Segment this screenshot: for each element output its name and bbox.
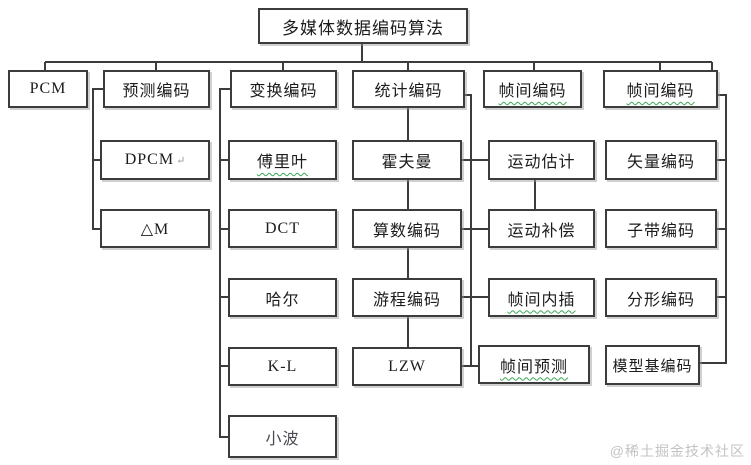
node-huffman: 霍夫曼 [352,140,462,180]
node-motion-compensation: 运动补偿 [488,209,595,248]
node-label: 帧间内插 [507,291,576,309]
node-label: 傅里叶 [256,154,308,171]
node-lzw: LZW [352,347,462,386]
node-fractal-coding: 分形编码 [605,278,717,317]
node-predictive-coding: 预测编码 [103,70,210,108]
node-haar: 哈尔 [228,278,337,317]
node-transform-coding: 变换编码 [230,70,337,108]
node-fourier: 傅里叶 [228,140,337,180]
node-label: 帧间编码 [626,83,695,100]
node-model-based-coding: 模型基编码 [605,345,700,385]
node-subband-coding: 子带编码 [605,209,717,248]
node-statistical-coding: 统计编码 [352,70,465,108]
node-vector-coding: 矢量编码 [605,140,717,180]
node-runlength-coding: 游程编码 [352,278,462,317]
node-interframe-coding-1: 帧间编码 [483,70,582,108]
node-label: 帧间预测 [499,358,568,376]
return-mark: ↵ [176,154,186,167]
juejin-watermark: @稀土掘金技术社区 [609,443,745,459]
node-motion-estimation: 运动估计 [488,140,595,180]
node-pcm: PCM [8,70,88,108]
node-label: 帧间编码 [498,83,567,100]
node-kl-transform: K-L [228,347,337,386]
node-arithmetic-coding: 算数编码 [352,209,462,248]
node-interframe-interpolation: 帧间内插 [488,278,595,317]
node-dpcm: DPCM ↵ [100,140,210,180]
node-wavelet: 小波 [228,415,337,458]
node-root-title: 多媒体数据编码算法 [258,8,468,44]
node-label: DPCM [124,151,175,168]
node-delta-modulation: △M [100,209,210,248]
node-interframe-prediction: 帧间预测 [478,345,590,384]
node-interframe-coding-2: 帧间编码 [603,70,718,108]
node-dct: DCT [228,209,337,248]
